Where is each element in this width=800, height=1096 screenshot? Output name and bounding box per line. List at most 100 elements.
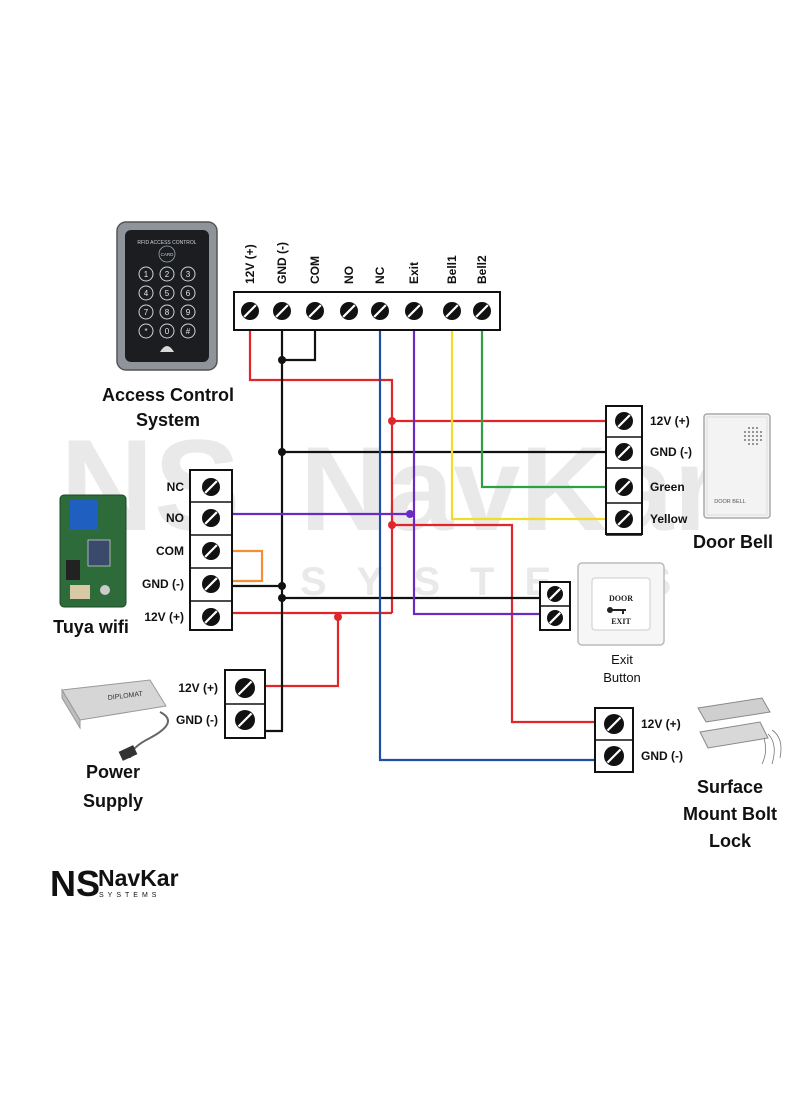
keypad-key: 5 — [159, 285, 175, 301]
bolt-lock-device — [697, 697, 782, 765]
keypad-key: 4 — [138, 285, 154, 301]
junction-dot — [278, 582, 286, 590]
screw-terminal-icon — [202, 608, 220, 626]
terminal-label: 12V (+) — [178, 681, 218, 695]
card-reader-icon — [158, 245, 176, 263]
terminal-label: Exit — [407, 262, 421, 284]
wire-yellow-bell1 — [450, 330, 610, 521]
screw-terminal-icon — [604, 714, 624, 734]
wire-blue-nc — [378, 330, 597, 762]
junction-dot — [388, 417, 396, 425]
terminal-label: 12V (+) — [650, 414, 690, 428]
exit-button-label-2: Button — [603, 670, 641, 685]
screw-terminal-icon — [547, 610, 563, 626]
watermark: NS NavKar SYSTEMS — [60, 412, 720, 604]
junction-dot — [388, 521, 396, 529]
keypad-face — [125, 230, 209, 362]
access-control-label-1: Access Control — [102, 385, 234, 405]
screw-terminal-icon — [306, 302, 324, 320]
tuya-connector — [70, 585, 90, 599]
terminal-label: GND (-) — [176, 713, 218, 727]
keypad-key: 8 — [159, 304, 175, 320]
terminal-label: NO — [342, 266, 356, 284]
screw-terminal-icon — [273, 302, 291, 320]
wire-red-lock-12v — [392, 523, 597, 724]
junction-dot — [406, 510, 414, 518]
svg-text:5: 5 — [165, 289, 170, 298]
terminal-label: GND (-) — [650, 445, 692, 459]
bolt-lock-label-1: Surface — [697, 777, 763, 797]
terminal-label: Yellow — [650, 512, 688, 526]
screw-terminal-icon — [340, 302, 358, 320]
bolt-lock-label-2: Mount Bolt — [683, 804, 777, 824]
screw-terminal-icon — [371, 302, 389, 320]
wire-purple-exit — [412, 330, 542, 616]
keypad-key: 6 — [180, 285, 196, 301]
junction-dot — [278, 594, 286, 602]
keypad-key: 0 — [159, 323, 175, 339]
svg-text:#: # — [186, 327, 191, 336]
door-bell-text: DOOR BELL — [714, 499, 745, 505]
terminal-label: 12V (+) — [243, 244, 257, 284]
terminal-label: NO — [166, 511, 184, 525]
screw-terminal-icon — [443, 302, 461, 320]
terminal-label: GND (-) — [275, 242, 289, 284]
lock-body-top — [697, 697, 771, 723]
screw-terminal-icon — [604, 746, 624, 766]
tuya-button-icon — [100, 585, 110, 595]
access-control-label-2: System — [136, 410, 200, 430]
terminal-label: Bell1 — [445, 255, 459, 284]
psu-plug-icon — [118, 745, 138, 761]
svg-text:4: 4 — [144, 289, 149, 298]
wires — [232, 330, 610, 762]
terminal-label: NC — [167, 480, 185, 494]
terminal-label: 12V (+) — [641, 717, 681, 731]
wire-green-bell2 — [480, 330, 610, 489]
screw-terminal-icon — [202, 575, 220, 593]
door-bell-device: DOOR BELL — [703, 413, 771, 519]
keypad-key: 3 — [180, 266, 196, 282]
junction-dot — [278, 448, 286, 456]
terminal-label: 12V (+) — [144, 610, 184, 624]
lock-terminal-block: 12V (+) GND (-) — [594, 707, 683, 773]
door-bell-inner — [706, 416, 768, 516]
power-supply-label-2: Supply — [83, 791, 143, 811]
screw-terminal-icon — [547, 586, 563, 602]
wire-red-access-12v — [248, 330, 394, 613]
screw-terminal-icon — [202, 542, 220, 560]
svg-text:3: 3 — [186, 270, 191, 279]
exit-plate-top: DOOR — [609, 594, 633, 603]
door-bell-label: Door Bell — [693, 532, 773, 552]
terminal-label: Green — [650, 480, 685, 494]
screw-terminal-icon — [235, 710, 255, 730]
junction-dot — [278, 356, 286, 364]
svg-text:8: 8 — [165, 308, 170, 317]
logo-mark: NS — [50, 863, 100, 904]
tuya-device — [59, 494, 127, 608]
junction-dot — [334, 613, 342, 621]
svg-text:0: 0 — [165, 327, 170, 336]
svg-text:7: 7 — [144, 308, 149, 317]
logo-brand: NavKar — [98, 865, 179, 891]
screw-terminal-icon — [615, 510, 633, 528]
svg-text:*: * — [144, 327, 147, 336]
bell-icon — [160, 346, 174, 352]
key-icon — [607, 607, 626, 614]
screw-terminal-icon — [405, 302, 423, 320]
psu-terminal-block: 12V (+) GND (-) — [176, 669, 266, 739]
keypad-key: * — [138, 323, 154, 339]
exit-button-label-1: Exit — [611, 652, 633, 667]
terminal-label: COM — [156, 544, 184, 558]
terminal-label: Bell2 — [475, 255, 489, 284]
screw-terminal-icon — [202, 478, 220, 496]
tuya-label: Tuya wifi — [53, 617, 129, 637]
wire-black-com-link — [282, 330, 317, 362]
tuya-chip — [87, 539, 111, 567]
svg-text:9: 9 — [186, 308, 191, 317]
keypad-key: 1 — [138, 266, 154, 282]
terminal-label: GND (-) — [641, 749, 683, 763]
